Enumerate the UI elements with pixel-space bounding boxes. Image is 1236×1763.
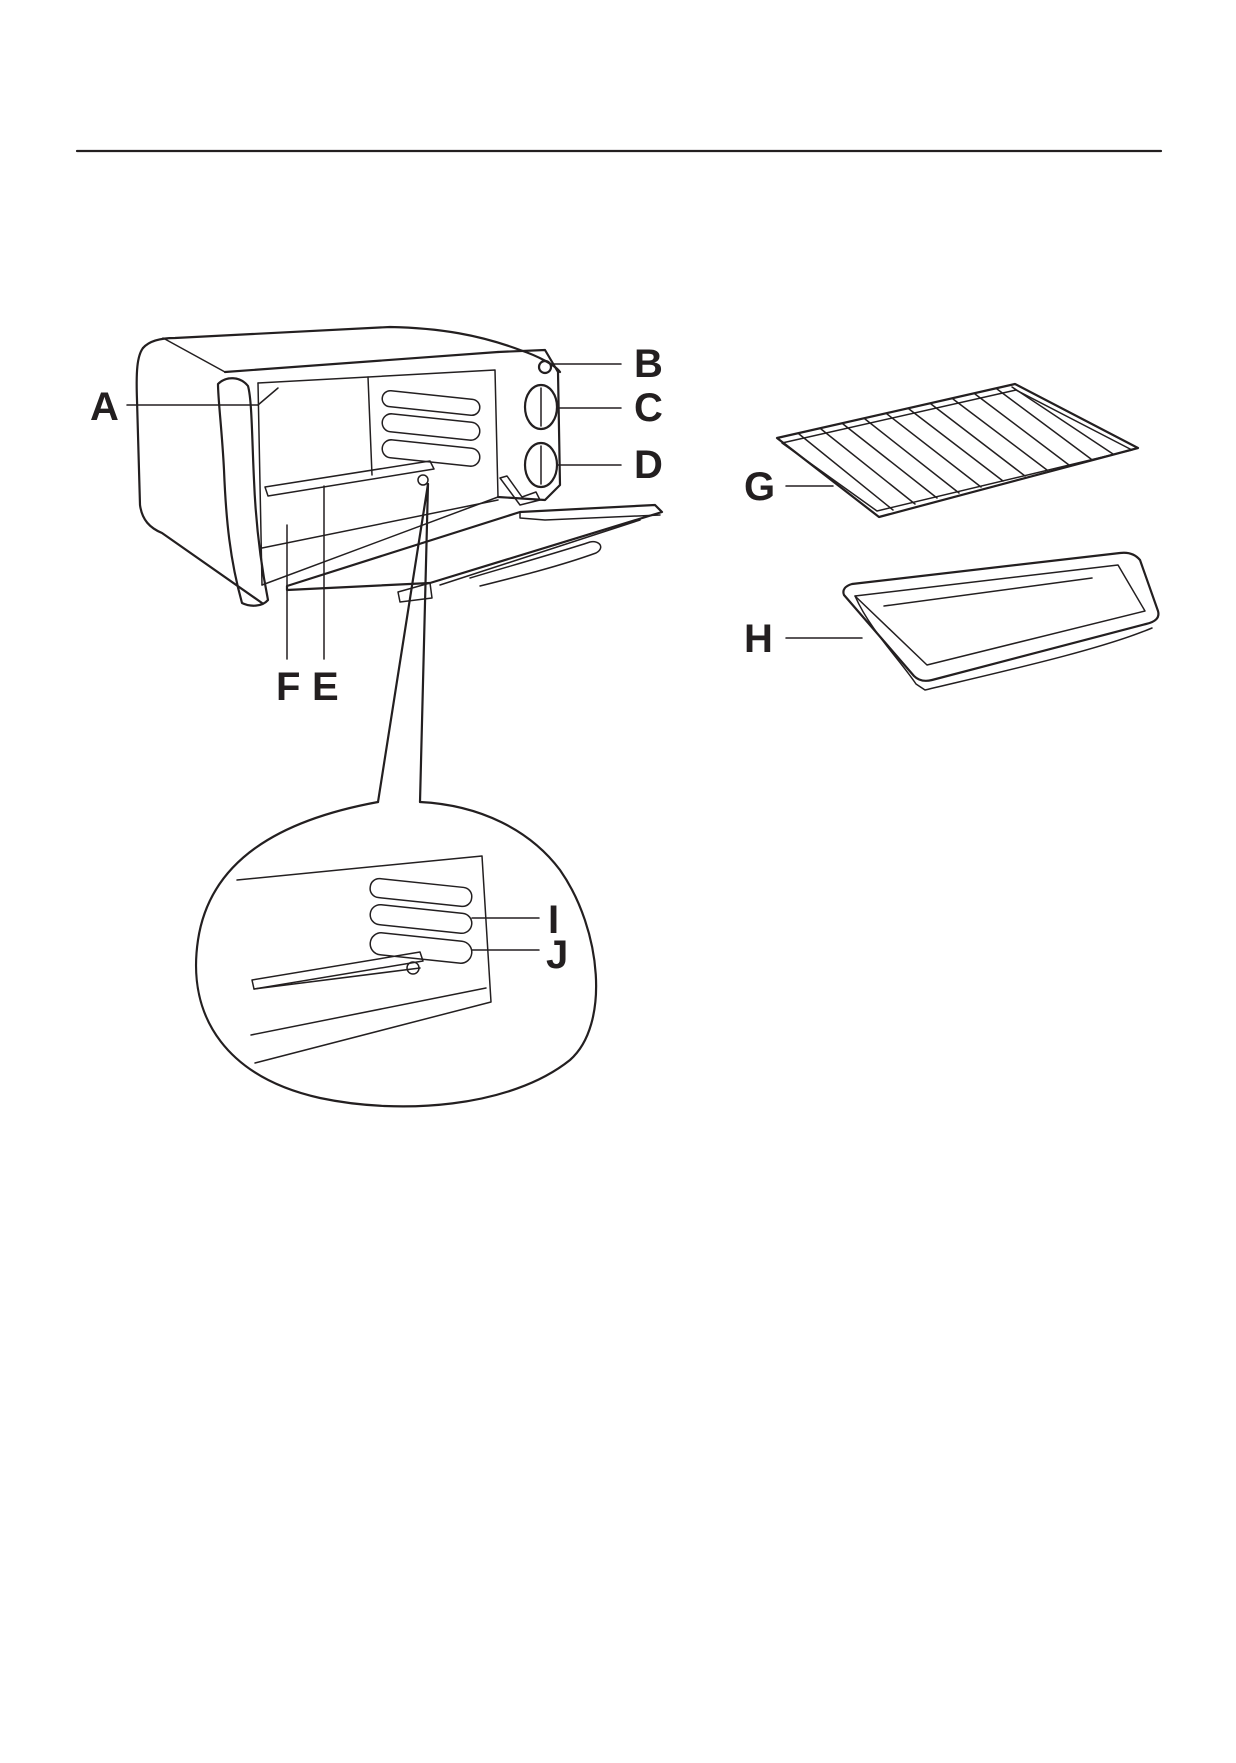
indicator-light [539, 361, 551, 373]
baking-tray [786, 553, 1158, 690]
label-g: G [744, 465, 775, 509]
heating-element [265, 461, 434, 496]
label-b: B [634, 342, 663, 386]
oven-door [287, 505, 662, 602]
label-d: D [634, 443, 663, 487]
label-h: H [744, 617, 773, 661]
label-e: E [312, 665, 339, 709]
label-j: J [546, 933, 568, 977]
label-f: F [276, 665, 300, 709]
label-c: C [634, 386, 663, 430]
wire-rack [777, 384, 1138, 517]
zoom-vent-slots [369, 878, 473, 965]
interior-vent-slots [381, 390, 480, 467]
zoom-heating-element [252, 952, 423, 989]
zoom-detail [196, 484, 596, 1106]
label-a: A [90, 385, 119, 429]
oven-illustration [137, 327, 662, 606]
lower-knob [525, 443, 557, 487]
upper-knob [525, 385, 557, 429]
